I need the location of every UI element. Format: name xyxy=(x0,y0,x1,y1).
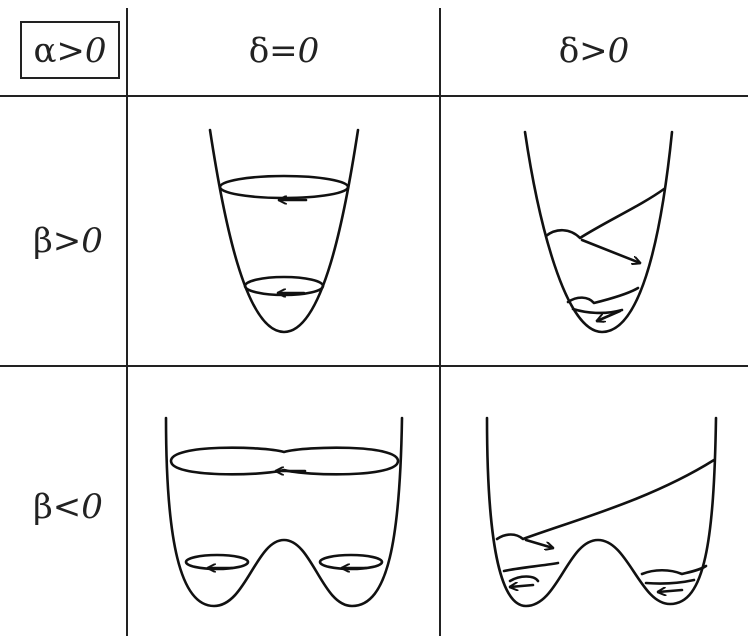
corner-label-box xyxy=(20,21,120,79)
tilted-orbit-low xyxy=(566,286,640,305)
tilted-double-orbit-mid xyxy=(502,561,560,573)
tilted-double-orbit-right-low xyxy=(644,578,696,585)
cell-single-well-tilted xyxy=(523,130,674,334)
single-well-potential xyxy=(208,128,360,334)
corner-label: α>0 xyxy=(33,31,106,71)
tilted-double-orbit-high-arrow xyxy=(524,538,553,548)
tilted-well-potential xyxy=(523,130,674,334)
double-well-potential xyxy=(164,416,404,608)
tilted-double-orbit-low-arrow xyxy=(508,585,535,587)
tilted-double-orbit-right xyxy=(640,564,708,576)
tilted-orbit-low-arrow xyxy=(597,309,622,321)
column-header-delta-zero: δ=0 xyxy=(249,31,320,71)
cell-double-well-symmetric xyxy=(164,416,404,608)
column-header-delta-positive: δ>0 xyxy=(559,31,630,71)
tilted-orbit-high xyxy=(544,187,666,240)
tilted-double-well-potential xyxy=(485,416,718,608)
tilted-double-orbit-right-arrow xyxy=(656,590,684,592)
cell-single-well-symmetric xyxy=(208,128,360,334)
orbit-above-barrier xyxy=(169,446,400,476)
grid-lines xyxy=(0,8,748,636)
tilted-orbit-high-arrow xyxy=(580,238,640,263)
tilted-double-orbit-low xyxy=(508,575,540,583)
tilted-double-orbit-high xyxy=(495,458,716,541)
row-header-beta-positive: β>0 xyxy=(33,221,103,261)
row-header-beta-negative: β<0 xyxy=(33,487,103,527)
orbit-high xyxy=(218,174,350,200)
cell-double-well-tilted xyxy=(485,416,718,608)
